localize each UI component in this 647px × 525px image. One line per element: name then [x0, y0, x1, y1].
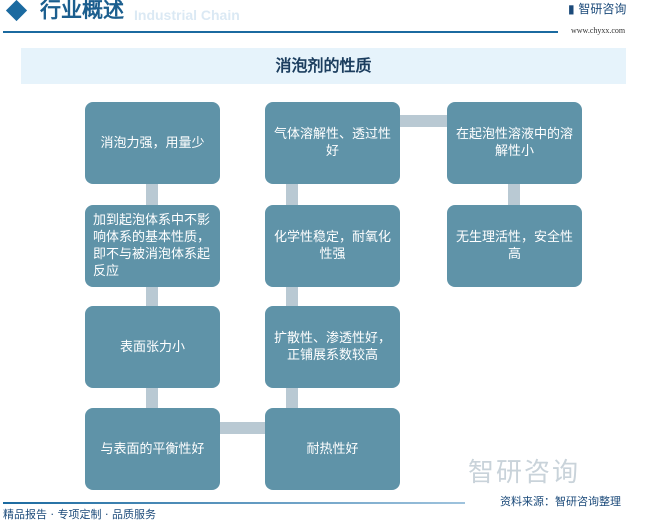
property-box: 表面张力小	[85, 306, 220, 388]
header-divider	[3, 31, 558, 33]
logo-url: www.chyxx.com	[571, 26, 626, 35]
connector	[146, 184, 158, 205]
property-box: 耐热性好	[265, 408, 400, 490]
connector	[146, 387, 158, 408]
property-box: 化学性稳定，耐氧化性强	[265, 205, 400, 287]
logo: ▮ 智研咨询	[568, 2, 627, 16]
connector	[400, 115, 447, 127]
connector	[286, 184, 298, 205]
diamond-icon	[5, 0, 28, 22]
diagram-title: 消泡剂的性质	[21, 48, 626, 84]
page-title: 行业概述	[40, 0, 124, 22]
watermark: 智研咨询	[468, 458, 581, 488]
property-box: 消泡力强，用量少	[85, 102, 220, 184]
connector	[286, 286, 298, 306]
connector	[146, 286, 158, 306]
source-note: 资料来源：智研咨询整理	[500, 495, 621, 508]
property-box: 扩散性、渗透性好，正铺展系数较高	[265, 306, 400, 388]
connector	[508, 184, 520, 205]
property-box: 气体溶解性、透过性好	[265, 102, 400, 184]
logo-text: 智研咨询	[578, 2, 627, 16]
property-box: 在起泡性溶液中的溶解性小	[447, 102, 582, 184]
header-ghost-text: Industrial Chain	[134, 7, 240, 23]
property-box: 无生理活性，安全性高	[447, 205, 582, 287]
property-box: 加到起泡体系中不影响体系的基本性质，即不与被消泡体系起反应	[85, 205, 220, 287]
connector	[219, 422, 265, 434]
property-box: 与表面的平衡性好	[85, 408, 220, 490]
footer-tagline: 精品报告 · 专项定制 · 品质服务	[3, 508, 156, 521]
footer-divider	[3, 502, 465, 504]
connector	[286, 387, 298, 408]
